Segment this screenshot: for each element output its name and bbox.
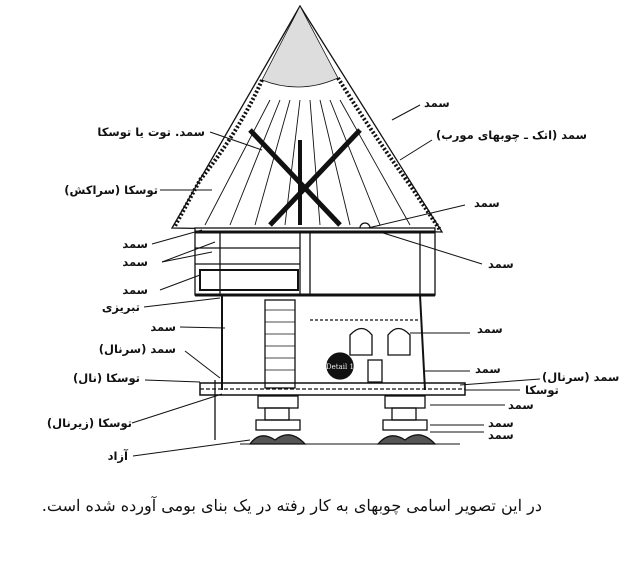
- lower-floor: Detail 1: [221, 294, 426, 391]
- label-left-8: سمد (سرنال): [98, 342, 176, 356]
- label-left-1: سمد. توت یا توسکا: [97, 125, 205, 139]
- label-right-8: توسکا: [525, 383, 559, 397]
- label-left-11: آزاد: [107, 449, 128, 463]
- upper-floor: [194, 227, 436, 297]
- label-left-2: توسکا (سراکش): [64, 183, 158, 197]
- foundation: [199, 380, 466, 445]
- label-left-4: سمد: [122, 255, 148, 269]
- label-right-3: سمد: [474, 196, 500, 210]
- label-right-6: سمد: [475, 362, 501, 376]
- label-left-5: سمد: [122, 283, 148, 297]
- label-left-7: سمد: [150, 320, 176, 334]
- label-right-10: سمد: [488, 416, 514, 430]
- label-right-2: سمد (اتک ـ چوبهای مورب): [436, 128, 587, 142]
- label-left-6: تبریزی: [101, 300, 140, 314]
- label-right-9: سمد: [508, 398, 534, 412]
- label-right-5: سمد: [477, 322, 503, 336]
- label-right-1: سمد: [424, 96, 450, 110]
- label-left-10: توسکا (زیرنال): [46, 416, 132, 430]
- label-right-4: سمد: [488, 257, 514, 271]
- label-left-9: توسکا (نال): [73, 371, 140, 385]
- label-right-7: سمد (سرنال): [542, 370, 620, 384]
- label-left-3: سمد: [122, 237, 148, 251]
- roof: [170, 4, 444, 234]
- caption: در این تصویر اسامی چوبهای به کار رفته در…: [41, 496, 542, 515]
- leader-lines: [131, 104, 541, 457]
- watermark-text: Detail 1: [326, 363, 354, 371]
- label-right-11: سمد: [488, 428, 514, 442]
- detail-watermark: [326, 352, 354, 380]
